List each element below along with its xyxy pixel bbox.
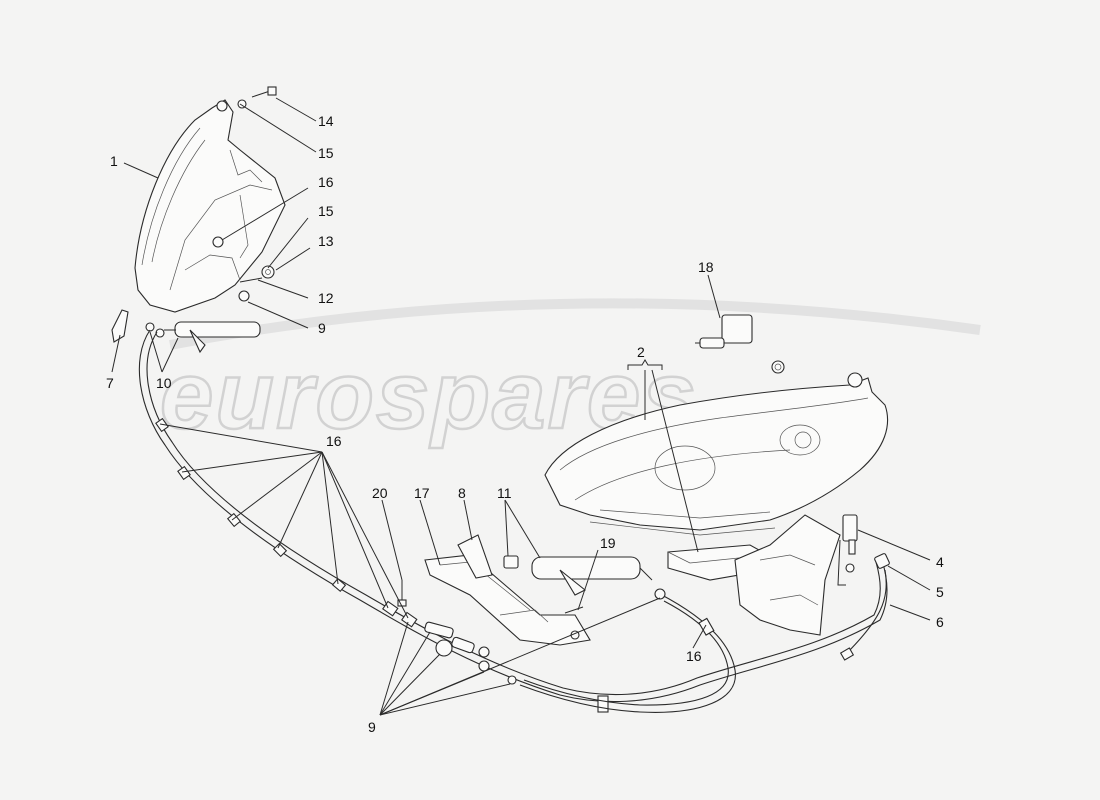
leader-lines: [111, 97, 931, 716]
callout-8: 8: [458, 485, 466, 501]
callout-5: 5: [936, 584, 944, 600]
callout-18: 18: [698, 259, 714, 275]
nut-13: [261, 265, 275, 279]
bulb-18: [695, 314, 753, 349]
callout-19: 19: [600, 535, 616, 551]
callout-1: 1: [110, 153, 118, 169]
hose-6-end: [839, 647, 855, 661]
headlamp-right: [544, 360, 889, 536]
callout-4: 4: [936, 554, 944, 570]
screw-14: [251, 86, 277, 98]
callout-15-upper: 15: [318, 145, 334, 161]
washer-hose-right-inner: [523, 600, 729, 706]
callout-2: 2: [637, 344, 645, 360]
hose-coupler: [654, 588, 666, 600]
callout-7: 7: [106, 375, 114, 391]
bracket-17: [424, 554, 591, 646]
callout-12: 12: [318, 290, 334, 306]
washer-hose-main-inner: [146, 331, 881, 696]
callout-16-upper: 16: [318, 174, 334, 190]
washer-reservoir: [734, 514, 841, 636]
connector-5: [845, 553, 890, 573]
washer-pump-11: [503, 555, 653, 596]
callout-13: 13: [318, 233, 334, 249]
callout-16-lower: 16: [686, 648, 702, 664]
hose-connectors: [424, 621, 517, 685]
callout-20: 20: [372, 485, 388, 501]
callout-16-middle: 16: [326, 433, 342, 449]
callout-14: 14: [318, 113, 334, 129]
screw-19: [564, 606, 584, 614]
callout-15-lower: 15: [318, 203, 334, 219]
bolt-12: [238, 277, 263, 302]
hose-clip-16: [698, 617, 715, 636]
callout-9-upper: 9: [318, 320, 326, 336]
callout-11: 11: [497, 485, 512, 501]
callout-6: 6: [936, 614, 944, 630]
hose-6: [844, 569, 887, 656]
callout-17: 17: [414, 485, 430, 501]
callout-10: 10: [156, 375, 172, 391]
callouts: 1 2 4 5 6 7 8 9 9 10 11 12 13 14 15 15 1…: [106, 113, 944, 735]
level-sensor-4: [842, 514, 858, 555]
headlamp-left: [134, 99, 286, 313]
callout-9-lower: 9: [368, 719, 376, 735]
washer-nozzle-left: [111, 309, 261, 354]
